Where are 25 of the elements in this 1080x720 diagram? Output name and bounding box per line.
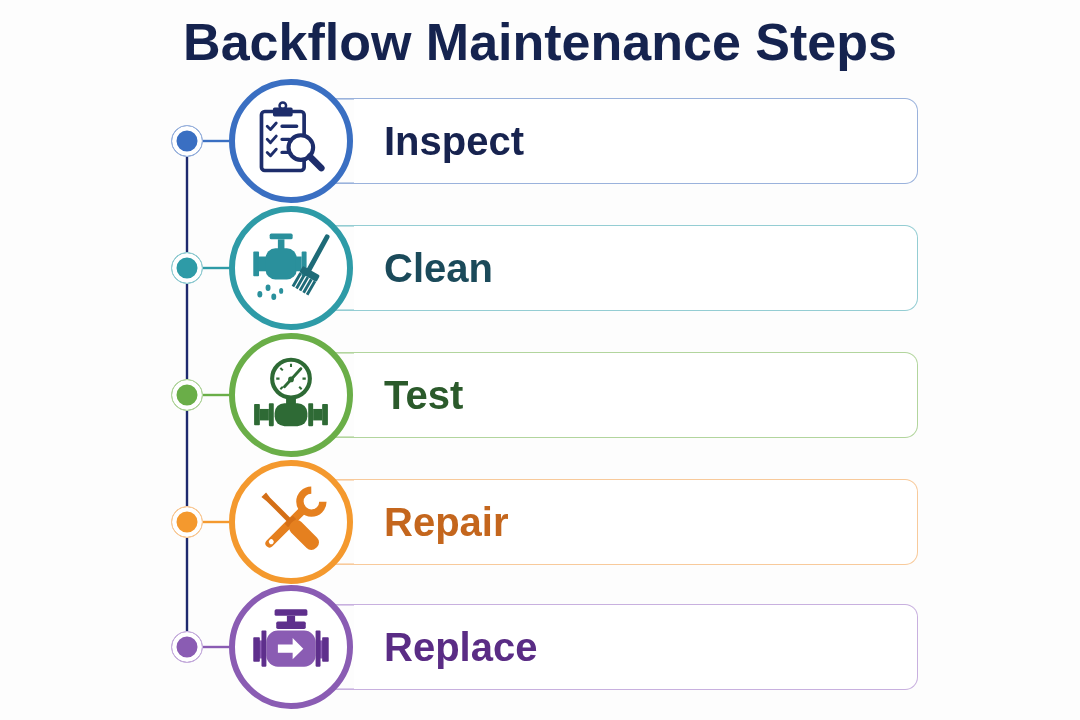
- step-box: [354, 352, 918, 438]
- step-label: Inspect: [384, 119, 525, 163]
- timeline-line: [185, 411, 189, 506]
- title: Backflow Maintenance Steps: [183, 13, 897, 73]
- step-box: [354, 225, 918, 311]
- timeline-dot: [171, 631, 203, 663]
- timeline-dot: [171, 506, 203, 538]
- connector-line: [203, 645, 229, 649]
- timeline-line: [185, 538, 189, 631]
- step-label: Replace: [384, 625, 538, 669]
- timeline-line: [185, 157, 189, 252]
- step-label: Test: [384, 373, 464, 417]
- connector-line: [203, 393, 229, 397]
- timeline-dot: [171, 252, 203, 284]
- step-label: Clean: [384, 246, 493, 290]
- timeline-dot: [171, 125, 203, 157]
- connector-line: [203, 139, 229, 143]
- step-box: [354, 98, 918, 184]
- step-box: [354, 604, 918, 690]
- connector-line: [203, 520, 229, 524]
- step-label: Repair: [384, 500, 509, 544]
- connector-line: [203, 266, 229, 270]
- timeline-dot: [171, 379, 203, 411]
- step-box: [354, 479, 918, 565]
- timeline-line: [185, 284, 189, 379]
